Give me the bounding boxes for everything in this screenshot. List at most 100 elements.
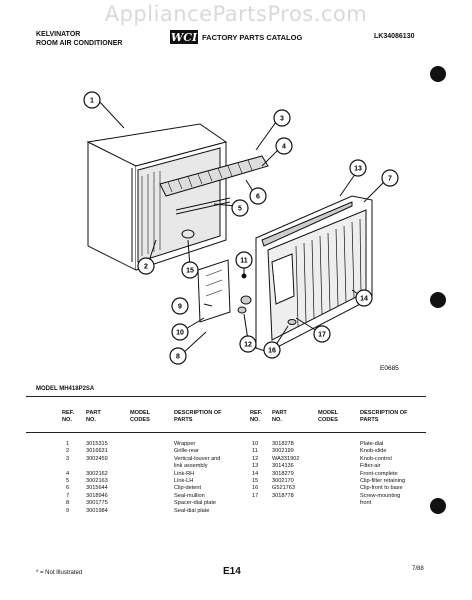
header-product: ROOM AIR CONDITIONER [36, 40, 123, 47]
callout-4: 4 [275, 137, 293, 155]
description: Clip-filter retaining [360, 478, 406, 484]
col-description: DESCRIPTION OF PARTS [174, 410, 222, 423]
svg-text:3: 3 [280, 116, 284, 123]
callout-15: 15 [181, 261, 199, 279]
svg-text:2: 2 [144, 264, 148, 271]
part-no: 3002199 [272, 448, 294, 455]
ref-no: 6 [66, 485, 70, 492]
ref-no: 17 [252, 492, 259, 499]
ref-no: 8 [66, 500, 70, 507]
ref-no: 13 [252, 463, 259, 470]
logo-text: WCI [171, 31, 198, 44]
wci-logo: WCI [170, 30, 198, 44]
col-ref-no-2: REF. NO. [250, 410, 263, 423]
part-no: 3018278 [272, 441, 294, 447]
part-no: G521763 [272, 485, 296, 492]
description: Seal-mullion [174, 492, 205, 499]
part-no: 3016631 [86, 448, 108, 455]
description: Knob-slide [360, 448, 387, 455]
svg-text:5: 5 [238, 206, 242, 213]
col-part-no-2: PART NO. [272, 410, 287, 423]
description: Plate-dial [360, 441, 384, 447]
ref-no: 5 [66, 478, 70, 484]
part-no: 3015644 [86, 485, 108, 492]
col-model-codes: MODEL CODES [130, 410, 151, 423]
description: Spacer-dial plate [174, 500, 216, 507]
binder-hole [430, 66, 446, 82]
ref-no: 9 [66, 507, 70, 514]
callout-8: 8 [169, 347, 187, 365]
callout-9: 9 [171, 297, 189, 315]
col-part-no: PART NO. [86, 410, 101, 423]
page-number: E14 [223, 566, 241, 577]
svg-text:17: 17 [318, 332, 326, 339]
svg-text:4: 4 [282, 144, 286, 151]
binder-hole [430, 292, 446, 308]
catalog-number: LK34086130 [374, 33, 415, 40]
callout-1: 1 [83, 91, 101, 109]
ref-no: 7 [66, 492, 70, 499]
part-no: 3018279 [272, 470, 294, 477]
description: front [360, 500, 372, 507]
col-model-codes-2: MODEL CODES [318, 410, 339, 423]
catalog-title: FACTORY PARTS CATALOG [202, 33, 303, 42]
description: Front-complete [360, 470, 398, 477]
svg-text:10: 10 [176, 330, 184, 337]
part-no: 3002162 [86, 470, 108, 477]
svg-text:12: 12 [244, 342, 252, 349]
callout-5: 5 [231, 199, 249, 217]
description: Clip-detent [174, 485, 202, 492]
callout-3: 3 [273, 109, 291, 127]
ref-no: 15 [252, 478, 259, 484]
ref-no: 2 [66, 448, 70, 455]
part-no: 3002459 [86, 455, 108, 462]
col-description-2: DESCRIPTION OF PARTS [360, 410, 408, 423]
callout-2: 2 [137, 257, 155, 275]
callout-12: 12 [239, 335, 257, 353]
ref-no: 11 [252, 448, 258, 455]
ref-no: 12 [252, 455, 259, 462]
catalog-date: 7/88 [412, 566, 424, 572]
callout-17: 17 [313, 325, 331, 343]
description: link assembly [174, 463, 208, 470]
part-no: 3001775 [86, 500, 108, 507]
part-no: 3018778 [272, 492, 294, 499]
svg-text:14: 14 [360, 296, 368, 303]
callout-14: 14 [355, 289, 373, 307]
callout-11: 11 [235, 251, 253, 269]
model-number: MODEL MH418P2SA [36, 386, 95, 392]
col-ref-no: REF. NO. [62, 410, 75, 423]
table-top-rule [26, 396, 426, 397]
ref-no: 3 [66, 455, 70, 462]
description: Vertical-louver and [174, 455, 221, 462]
part-no: 3002170 [272, 478, 294, 484]
description: Knob-control [360, 455, 392, 462]
part-no: 3001984 [86, 507, 108, 514]
description: Wrapper [174, 441, 196, 447]
exploded-diagram: 1 2 3 4 5 6 7 8 9 10 11 12 13 14 15 16 1… [83, 91, 399, 372]
description: Filter-air [360, 463, 381, 470]
svg-text:8: 8 [176, 354, 180, 361]
svg-text:9: 9 [178, 304, 182, 311]
svg-text:16: 16 [268, 348, 276, 355]
callout-13: 13 [349, 159, 367, 177]
binder-hole [430, 498, 446, 514]
description: Grille-rear [174, 448, 199, 455]
svg-text:11: 11 [240, 258, 248, 265]
part-no: 3014136 [272, 463, 294, 470]
description: Link-LH [174, 478, 194, 484]
callout-10: 10 [171, 323, 189, 341]
ref-no: 1 [66, 441, 70, 447]
part-no: WA331902 [272, 455, 300, 462]
description: Link-RH [174, 470, 195, 477]
ref-no: 16 [252, 485, 259, 492]
ref-no: 14 [252, 470, 259, 477]
svg-text:15: 15 [186, 268, 194, 275]
part-no: 3015315 [86, 441, 108, 447]
svg-text:6: 6 [256, 194, 260, 201]
svg-text:13: 13 [354, 166, 362, 173]
description: Seal-dial plate [174, 507, 210, 514]
header-brand: KELVINATOR [36, 31, 81, 38]
diagram-code: E0685 [380, 365, 399, 372]
description: Clip-front to base [360, 485, 403, 492]
